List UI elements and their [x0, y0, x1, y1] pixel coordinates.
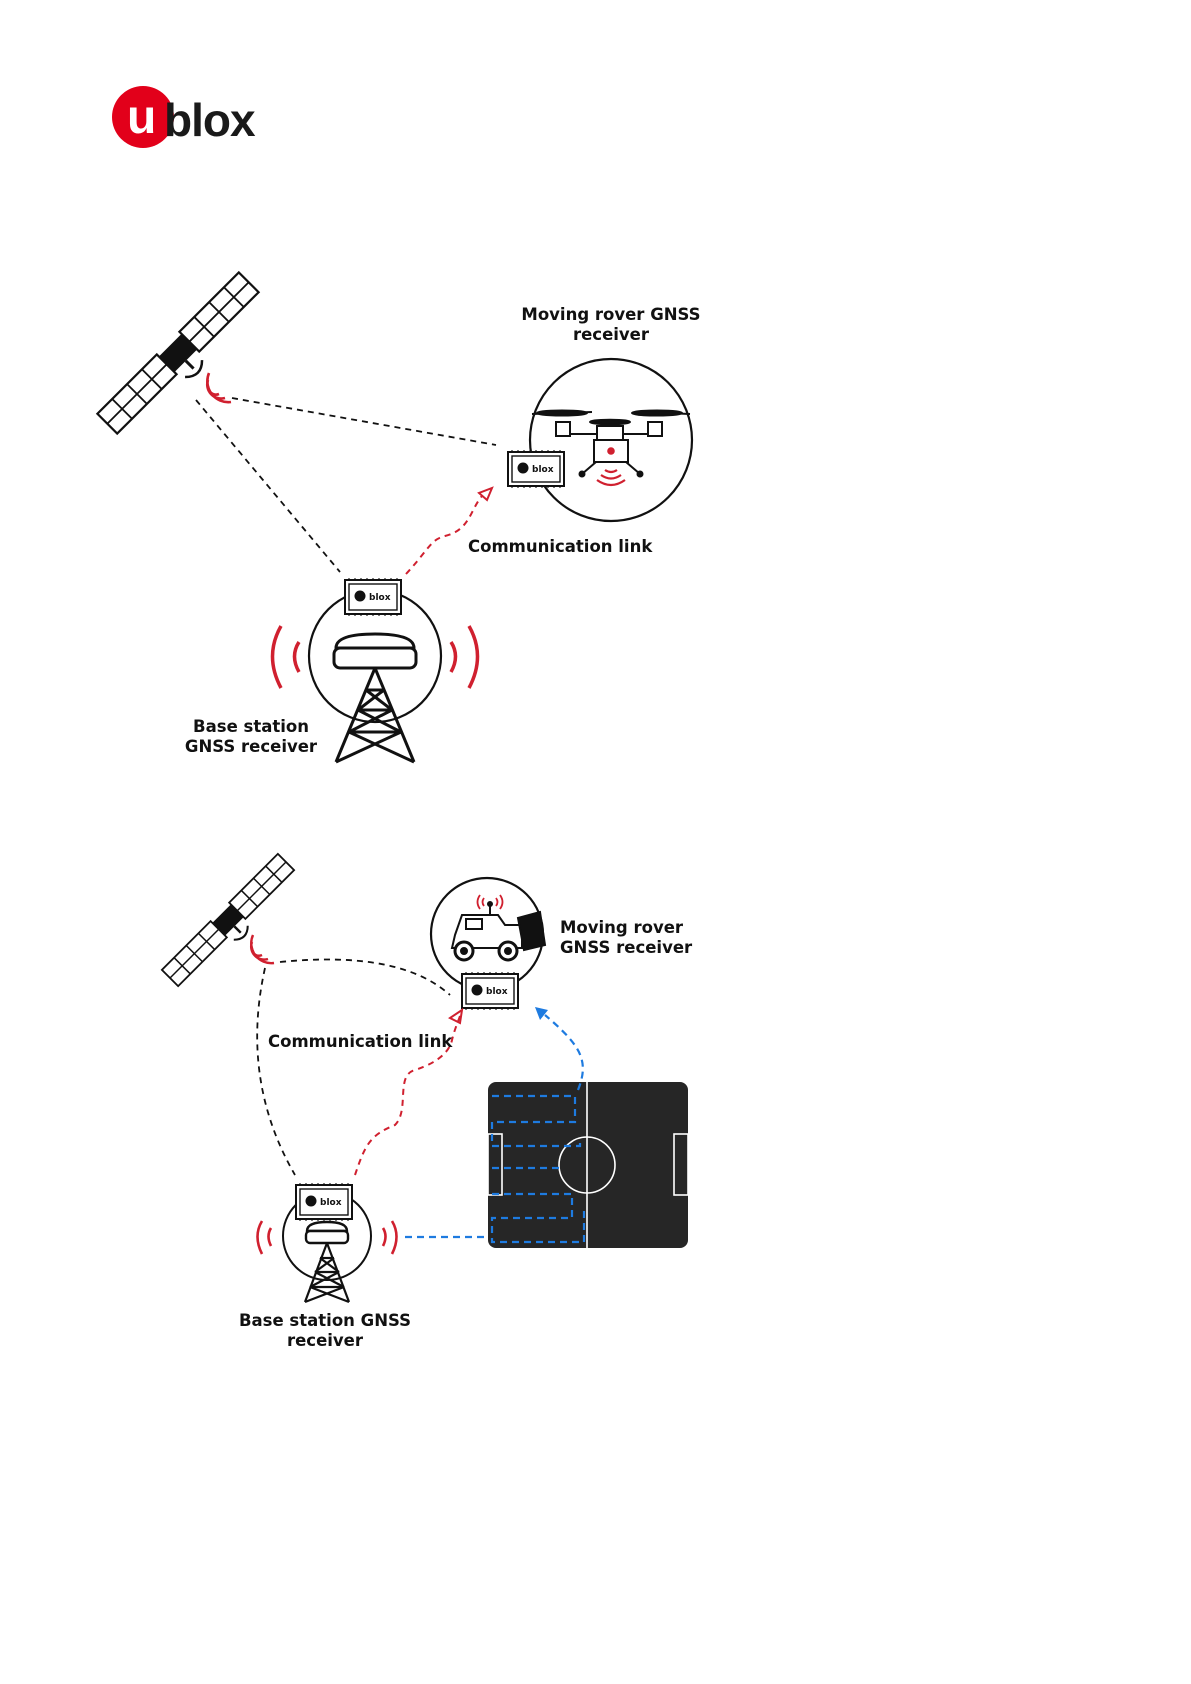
link-arrowhead-2 [450, 1010, 462, 1023]
base-signal-right-icon [451, 626, 478, 688]
rover-feedback-link [545, 1015, 583, 1090]
signal-line-sat-rover [232, 398, 496, 445]
svg-text:blox: blox [532, 465, 554, 475]
drone-rover [530, 359, 692, 521]
base-label-2-line1: Base station GNSS [239, 1311, 411, 1330]
base-signal-left-icon [273, 626, 300, 688]
base-label-1-line2: GNSS receiver [185, 737, 318, 756]
svg-text:blox: blox [486, 987, 508, 997]
base-chip-1: blox [345, 578, 401, 616]
satellite-signal-icon [207, 373, 231, 402]
base-label-2-line2: receiver [287, 1331, 364, 1350]
signal-line-sat-base [196, 400, 340, 572]
field-map [488, 1082, 688, 1248]
rover-feedback-arrowhead [535, 1007, 548, 1020]
rover-label-1-line1: Moving rover GNSS [521, 305, 700, 324]
svg-text:blox: blox [369, 593, 391, 603]
signal-line-sat-base-2 [257, 968, 295, 1175]
diagram-1: blox [97, 272, 700, 762]
base-signal-right-icon [383, 1221, 397, 1254]
rover-label-2-line2: GNSS receiver [560, 938, 693, 957]
link-label-2: Communication link [268, 1032, 453, 1051]
svg-text:blox: blox [320, 1198, 342, 1208]
rover-label-2-line1: Moving rover [560, 918, 684, 937]
base-chip-2: blox [296, 1183, 352, 1221]
satellite-icon [162, 854, 302, 994]
link-label-1: Communication link [468, 537, 653, 556]
base-label-1-line1: Base station [193, 717, 309, 736]
base-signal-left-icon [258, 1221, 272, 1254]
satellite-signal-icon [251, 935, 274, 963]
diagram-2: blox [162, 854, 693, 1350]
satellite-icon [97, 272, 268, 443]
rover-chip: blox [508, 450, 564, 488]
rover-label-1-line2: receiver [573, 325, 650, 344]
communication-link-1 [406, 496, 482, 574]
link-arrowhead-1 [479, 488, 492, 500]
signal-line-sat-rover-2 [280, 959, 450, 995]
rover-chip-2: blox [462, 972, 518, 1010]
